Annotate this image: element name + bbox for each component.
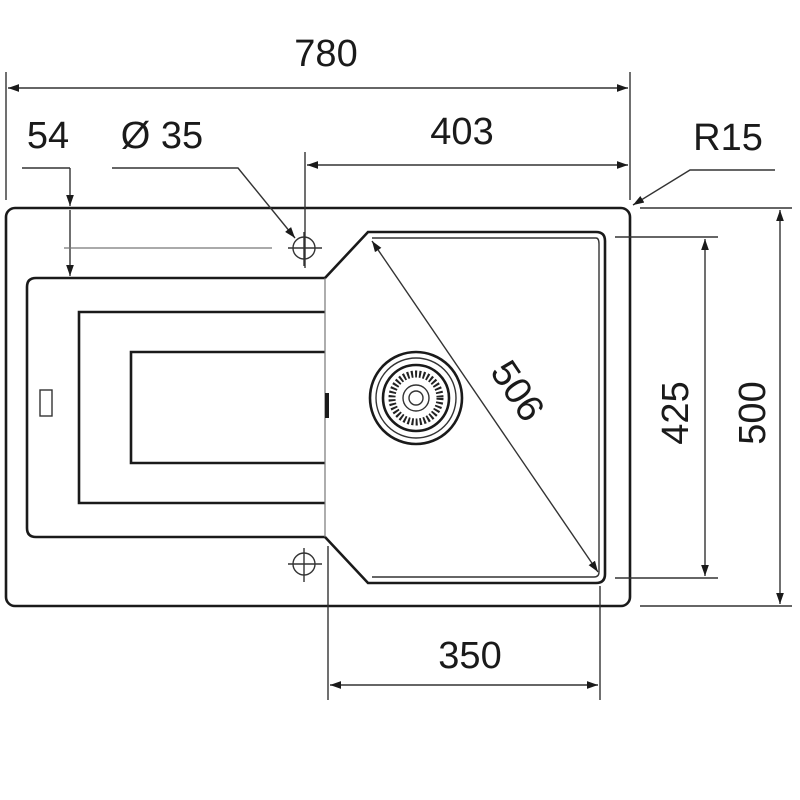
dimension-overall-depth: 500 — [640, 207, 792, 607]
svg-text:R15: R15 — [693, 117, 763, 159]
drainer — [25, 276, 329, 539]
sink-outer-outline — [4, 206, 632, 608]
tap-hole-bottom — [288, 548, 322, 582]
svg-text:780: 780 — [294, 33, 357, 75]
drain-icon — [368, 350, 464, 446]
dimension-tap-hole-diameter: Ø 35 — [112, 115, 296, 239]
dimension-overall-width: 780 — [5, 33, 631, 200]
dimension-bowl-depth: 425 — [615, 236, 718, 579]
dimension-bowl-width: 350 — [327, 546, 601, 700]
overflow-slot — [39, 389, 53, 417]
bowl — [324, 230, 607, 585]
dimension-edge-to-tap-hole: 54 — [22, 115, 272, 276]
svg-text:500: 500 — [732, 381, 774, 444]
svg-text:350: 350 — [438, 635, 501, 677]
dimension-bowl-section-width: 403 — [304, 111, 628, 268]
svg-text:Ø 35: Ø 35 — [121, 115, 203, 157]
svg-text:403: 403 — [430, 111, 493, 153]
svg-text:54: 54 — [27, 115, 69, 157]
dimension-corner-radius: R15 — [632, 117, 775, 206]
svg-text:425: 425 — [655, 381, 697, 444]
